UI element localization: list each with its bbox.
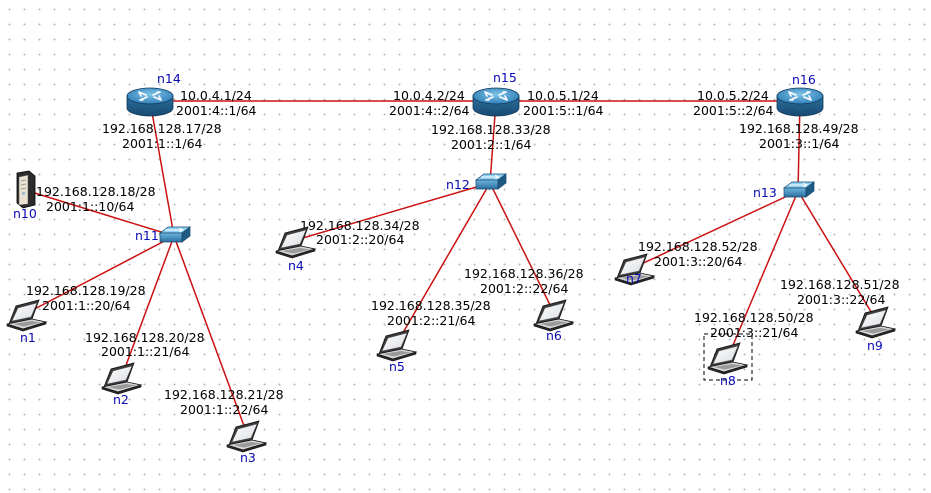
link-n11-n3: [173, 235, 248, 435]
link-n13-n7: [634, 190, 799, 268]
addr-n15-wan-a-v6: 2001:4::2/64: [389, 103, 470, 118]
addr-n16-lan-v4: 192.168.128.49/28: [739, 121, 859, 136]
node-label-n7: n7: [626, 271, 642, 286]
address-labels: 10.0.4.1/24 2001:4::1/64 10.0.4.2/24 200…: [26, 88, 900, 417]
addr-n8-v6: 2001:3::21/64: [710, 325, 798, 340]
laptop-n5[interactable]: [376, 329, 417, 362]
switch-icon: [475, 173, 507, 190]
laptop-icon: [101, 362, 142, 395]
addr-n10-v6: 2001:1::10/64: [46, 199, 134, 214]
node-label-n4: n4: [288, 258, 304, 273]
router-n15[interactable]: [472, 87, 520, 117]
router-icon: [126, 87, 174, 117]
addr-n16-wan-v4: 10.0.5.2/24: [697, 88, 769, 103]
link-n12-n6: [489, 182, 555, 314]
addr-n16-lan-v6: 2001:3::1/64: [759, 136, 840, 151]
addr-n15-wan-b-v4: 10.0.5.1/24: [527, 88, 599, 103]
laptop-icon: [226, 420, 267, 453]
node-label-n1: n1: [20, 330, 36, 345]
link-n12-n5: [396, 182, 491, 344]
addr-n9-v6: 2001:3::22/64: [797, 292, 885, 307]
switch-n11[interactable]: [159, 226, 191, 243]
addr-n7-v6: 2001:3::20/64: [654, 254, 742, 269]
node-label-n5: n5: [389, 359, 405, 374]
addr-n2-v4: 192.168.128.20/28: [85, 330, 205, 345]
server-icon: [16, 170, 36, 209]
addr-n15-lan-v4: 192.168.128.33/28: [431, 122, 551, 137]
link-n14-n11: [149, 100, 175, 237]
addr-n15-lan-v6: 2001:2::1/64: [451, 137, 532, 152]
node-label-n12: n12: [446, 177, 470, 192]
switch-icon: [783, 181, 815, 198]
addr-n14-wan-v6: 2001:4::1/64: [176, 103, 257, 118]
addr-n8-v4: 192.168.128.50/28: [694, 310, 814, 325]
link-n12-n4: [295, 182, 491, 241]
server-n10[interactable]: [16, 170, 36, 209]
link-n10-n11: [24, 189, 175, 237]
laptop-icon: [533, 299, 574, 332]
addr-n14-wan-v4: 10.0.4.1/24: [180, 88, 252, 103]
laptop-icon: [6, 299, 47, 332]
link-n13-n9: [797, 190, 877, 321]
addr-n6-v6: 2001:2::22/64: [480, 281, 568, 296]
link-n13-n8: [727, 190, 799, 358]
node-label-n8: n8: [720, 373, 736, 388]
addr-n10-v4: 192.168.128.18/28: [36, 184, 156, 199]
router-n14[interactable]: [126, 87, 174, 117]
laptop-n9[interactable]: [855, 306, 896, 339]
switch-n12[interactable]: [475, 173, 507, 190]
node-label-n15: n15: [493, 70, 517, 85]
laptop-n1[interactable]: [6, 299, 47, 332]
router-icon: [776, 87, 824, 117]
link-n11-n2: [121, 235, 175, 377]
addr-n3-v4: 192.168.128.21/28: [164, 387, 284, 402]
laptop-icon: [855, 306, 896, 339]
addr-n7-v4: 192.168.128.52/28: [638, 239, 758, 254]
addr-n6-v4: 192.168.128.36/28: [464, 266, 584, 281]
laptop-n6[interactable]: [533, 299, 574, 332]
addr-n15-wan-b-v6: 2001:5::1/64: [523, 103, 604, 118]
node-label-n6: n6: [546, 328, 562, 343]
router-icon: [472, 87, 520, 117]
addr-n9-v4: 192.168.128.51/28: [780, 277, 900, 292]
addr-n5-v6: 2001:2::21/64: [387, 313, 475, 328]
node-label-n11: n11: [135, 228, 159, 243]
laptop-icon: [707, 342, 748, 375]
switch-n13[interactable]: [783, 181, 815, 198]
router-n16[interactable]: [776, 87, 824, 117]
selection-box-n8: [703, 333, 753, 381]
addr-n15-wan-a-v4: 10.0.4.2/24: [393, 88, 465, 103]
node-label-n3: n3: [240, 450, 256, 465]
addr-n16-wan-v6: 2001:5::2/64: [693, 103, 774, 118]
link-n11-n1: [26, 235, 175, 314]
addr-n5-v4: 192.168.128.35/28: [371, 298, 491, 313]
addr-n4-v6: 2001:2::20/64: [316, 232, 404, 247]
addr-n1-v6: 2001:1::20/64: [42, 298, 130, 313]
laptop-n8[interactable]: [707, 342, 748, 375]
node-label-n13: n13: [753, 185, 777, 200]
node-label-n2: n2: [113, 392, 129, 407]
addr-n14-lan-v6: 2001:1::1/64: [122, 136, 203, 151]
laptop-icon: [376, 329, 417, 362]
node-label-n16: n16: [792, 72, 816, 87]
laptop-n3[interactable]: [226, 420, 267, 453]
node-label-n9: n9: [867, 338, 883, 353]
addr-n3-v6: 2001:1::22/64: [180, 402, 268, 417]
laptop-n2[interactable]: [101, 362, 142, 395]
node-label-n14: n14: [157, 71, 181, 86]
addr-n4-v4: 192.168.128.34/28: [300, 218, 420, 233]
node-label-n10: n10: [13, 206, 37, 221]
addr-n2-v6: 2001:1::21/64: [101, 344, 189, 359]
addr-n14-lan-v4: 192.168.128.17/28: [102, 121, 222, 136]
switch-icon: [159, 226, 191, 243]
addr-n1-v4: 192.168.128.19/28: [26, 283, 146, 298]
